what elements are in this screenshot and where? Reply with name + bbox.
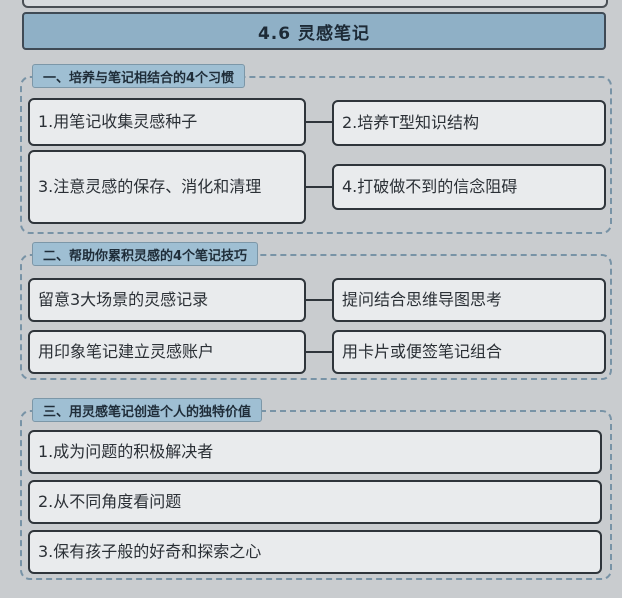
section-2-panel [20,254,612,380]
value-3-box: 3.保有孩子般的好奇和探索之心 [28,530,602,574]
top-frame-edge [22,0,608,8]
habit-row-1-connector [306,121,332,123]
section-3-label: 三、用灵感笔记创造个人的独特价值 [32,398,263,422]
tip-2-box: 提问结合思维导图思考 [332,278,606,322]
section-3-panel [20,410,612,580]
habit-2-box: 2.培养T型知识结构 [332,100,606,146]
habit-4-box: 4.打破做不到的信念阻碍 [332,164,606,210]
tip-3-box: 用印象笔记建立灵感账户 [28,330,306,374]
section-1-label: 一、培养与笔记相结合的4个习惯 [32,64,246,88]
section-1-panel [20,76,612,234]
section-2-label: 二、帮助你累积灵感的4个笔记技巧 [32,242,259,266]
habit-1-box: 1.用笔记收集灵感种子 [28,98,306,146]
tip-1-box: 留意3大场景的灵感记录 [28,278,306,322]
habit-row-2-connector [306,186,332,188]
value-2-box: 2.从不同角度看问题 [28,480,602,524]
tip-row-1-connector [306,299,332,301]
habit-3-box: 3.注意灵感的保存、消化和清理 [28,150,306,224]
value-1-box: 1.成为问题的积极解决者 [28,430,602,474]
tip-4-box: 用卡片或便签笔记组合 [332,330,606,374]
tip-row-2-connector [306,351,332,353]
page-title: 4.6 灵感笔记 [22,12,606,50]
